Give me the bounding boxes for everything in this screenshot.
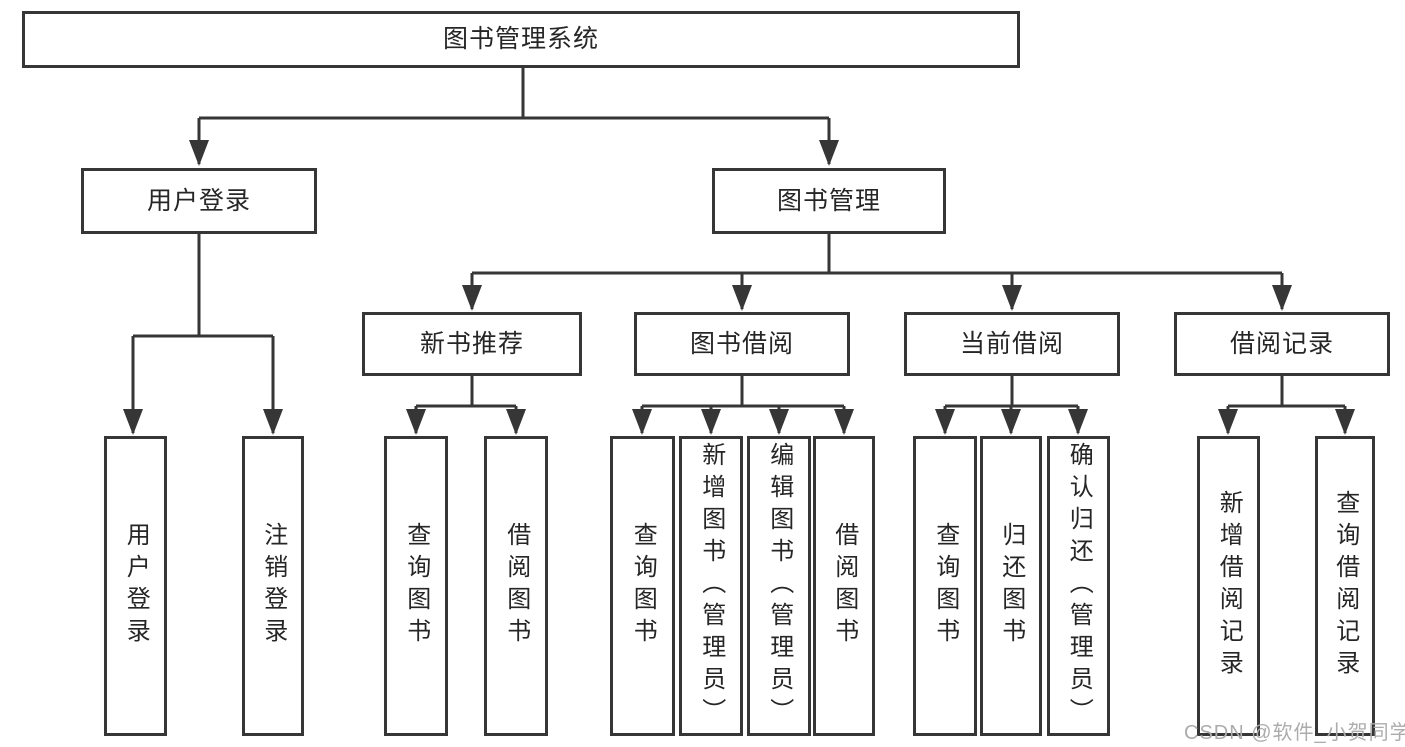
node-current-borrowing: 当前借阅 <box>904 312 1120 376</box>
node-user-login: 用户登录 <box>81 168 317 234</box>
leaf-edit-book-admin: 编辑图书（管理员） <box>747 436 811 736</box>
node-book-management: 图书管理 <box>712 168 946 234</box>
leaf-user-login: 用户登录 <box>104 436 167 736</box>
node-library-system: 图书管理系统 <box>22 11 1020 68</box>
leaf-query-books-recommend: 查询图书 <box>384 436 448 736</box>
leaf-query-books-current: 查询图书 <box>913 436 977 736</box>
node-book-borrowing: 图书借阅 <box>634 312 850 376</box>
leaf-borrow-books-borrowing: 借阅图书 <box>813 436 875 736</box>
node-borrowing-records: 借阅记录 <box>1174 312 1390 376</box>
leaf-logout: 注销登录 <box>242 436 304 736</box>
leaf-add-book-admin: 新增图书（管理员） <box>679 436 743 736</box>
csdn-watermark: CSDN @软件_小贺同学 <box>1184 722 1405 744</box>
leaf-query-borrow-record: 查询借阅记录 <box>1315 436 1375 736</box>
leaf-return-book: 归还图书 <box>980 436 1042 736</box>
node-new-book-recommend: 新书推荐 <box>362 312 582 376</box>
leaf-query-books-borrowing: 查询图书 <box>610 436 675 736</box>
leaf-borrow-books-recommend: 借阅图书 <box>484 436 548 736</box>
leaf-add-borrow-record: 新增借阅记录 <box>1197 436 1260 736</box>
leaf-confirm-return-admin: 确认归还（管理员） <box>1047 436 1110 736</box>
